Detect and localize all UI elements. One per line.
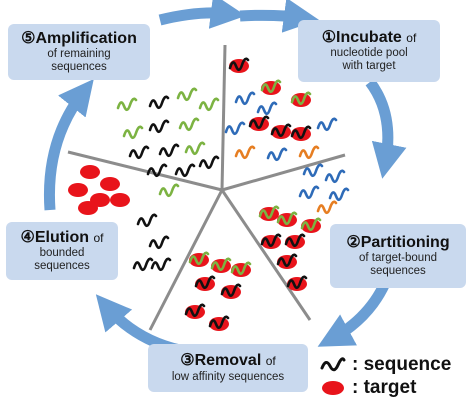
target-mark (100, 177, 120, 191)
sequence-mark (266, 147, 288, 162)
step-amplification-line2: sequences (51, 61, 107, 74)
sequence-mark (316, 200, 338, 215)
arrow-top (158, 0, 246, 29)
step-elution-title: ④Elution of (20, 228, 104, 246)
divider-lower-right (220, 189, 312, 321)
step-elution-line2: sequences (34, 260, 90, 273)
target-icon (322, 381, 344, 395)
legend-target-label: : target (352, 377, 417, 398)
bound-sequence-mark (258, 205, 280, 220)
sequence-mark (174, 163, 196, 178)
sequence-mark (176, 87, 198, 102)
sequence-mark (128, 145, 150, 160)
sequence-mark (178, 117, 200, 132)
step-incubate-line2: with target (342, 60, 396, 73)
step-partitioning-line1: of target-bound (358, 251, 437, 264)
bound-sequence-mark (270, 123, 292, 138)
step-partitioning-box: ②Partitioning of target-bound sequences (330, 224, 466, 288)
step-amplification-title: ⑤Amplification (21, 29, 137, 47)
bound-sequence-mark (290, 91, 312, 106)
bound-sequence-mark (188, 251, 210, 266)
arrow-top-right (239, 0, 319, 33)
bound-sequence-mark (260, 79, 282, 94)
sequence-mark (146, 163, 168, 178)
sequence-mark (148, 119, 170, 134)
step-removal-box: ③Removal of low affinity sequences (148, 344, 308, 392)
sequence-mark (234, 145, 256, 160)
sequence-mark (122, 125, 144, 140)
target-mark (80, 165, 100, 179)
bound-sequence-mark (286, 275, 308, 290)
sequence-mark (298, 185, 320, 200)
bound-sequence-mark (284, 233, 306, 248)
bound-sequence-mark (260, 233, 282, 248)
bound-sequence-mark (230, 261, 252, 276)
target-mark (110, 193, 130, 207)
step-partitioning-line2: sequences (370, 265, 426, 278)
sequence-mark (224, 121, 246, 136)
molecule-marks (68, 57, 350, 331)
bound-sequence-mark (220, 283, 242, 298)
step-incubate-box: ①Incubate of nucleotide pool with target (298, 20, 440, 82)
sequence-mark (116, 97, 138, 112)
sequence-mark (184, 141, 206, 156)
divider-lower-left (148, 189, 224, 331)
bound-sequence-mark (248, 115, 270, 130)
target-mark (78, 201, 98, 215)
divider-left (67, 150, 223, 192)
sequence-icon (320, 357, 346, 372)
sequence-mark (298, 145, 320, 160)
step-amplification-box: ⑤Amplification of remaining sequences (8, 24, 150, 80)
bound-sequence-mark (208, 315, 230, 330)
divider-right (221, 153, 346, 192)
arrow-right (365, 78, 407, 179)
target-mark (68, 183, 88, 197)
legend-target: : target (320, 377, 416, 399)
arrow-left (43, 79, 94, 211)
sequence-mark (150, 257, 172, 272)
sequence-mark (328, 187, 350, 202)
sequence-mark (132, 257, 154, 272)
dividers (67, 44, 346, 331)
step-elution-box: ④Elution of bounded sequences (6, 222, 118, 280)
bound-sequence-mark (276, 253, 298, 268)
step-amplification-line1: of remaining (47, 47, 111, 60)
step-removal-line1: low affinity sequences (171, 370, 285, 383)
bound-sequence-mark (290, 125, 312, 140)
legend-sequence: : sequence (320, 354, 451, 376)
bound-sequence-mark (228, 57, 250, 72)
sequence-mark (158, 143, 180, 158)
step-partitioning-title: ②Partitioning (346, 233, 450, 251)
sequence-mark (148, 95, 170, 110)
bound-sequence-mark (184, 303, 206, 318)
sequence-mark (256, 101, 278, 116)
sequence-mark (136, 213, 158, 228)
legend-sequence-label: : sequence (352, 354, 452, 375)
sequence-mark (148, 235, 170, 250)
bound-sequence-mark (300, 217, 322, 232)
divider-top (220, 44, 227, 191)
sequence-mark (198, 155, 220, 170)
bound-sequence-mark (276, 211, 298, 226)
bound-sequence-mark (210, 257, 232, 272)
sequence-mark (316, 117, 338, 132)
bound-sequence-mark (194, 275, 216, 290)
step-elution-line1: bounded (39, 246, 85, 259)
step-removal-title: ③Removal of (180, 352, 276, 370)
sequence-mark (324, 169, 346, 184)
sequence-mark (234, 91, 256, 106)
step-incubate-title: ①Incubate of (321, 28, 417, 46)
step-incubate-line1: nucleotide pool (330, 46, 408, 59)
sequence-mark (158, 183, 180, 198)
sequence-mark (302, 163, 324, 178)
sequence-mark (198, 97, 220, 112)
